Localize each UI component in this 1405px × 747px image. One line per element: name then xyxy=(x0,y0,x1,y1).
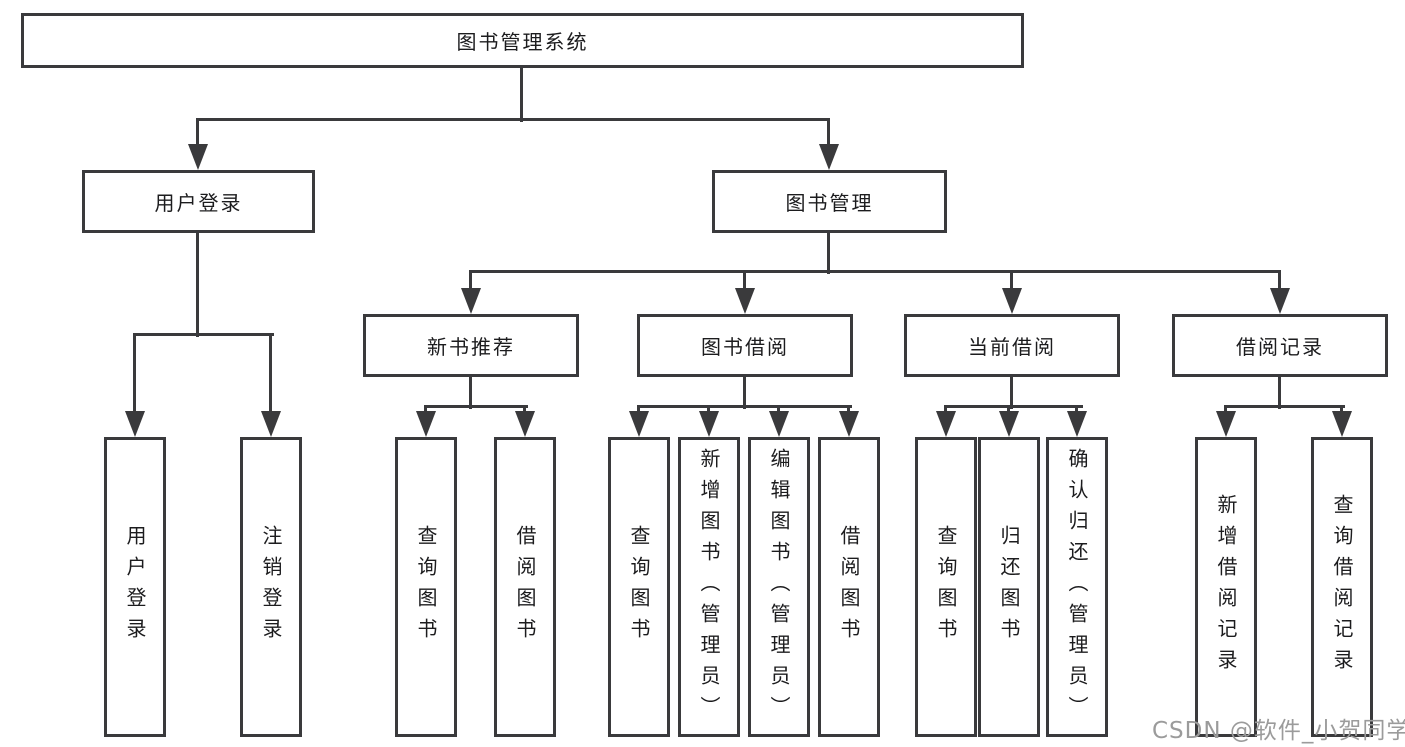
connector-line xyxy=(827,233,830,274)
node-book-management: 图书管理 xyxy=(712,170,947,233)
arrow-down-icon xyxy=(699,411,719,437)
leaf-logout: 注销登录 xyxy=(240,437,302,737)
connector-line xyxy=(827,120,830,148)
connector-line xyxy=(1224,405,1345,408)
node-new-book-recommendation: 新书推荐 xyxy=(363,314,579,377)
leaf-add-books-admin: 新增图书（管理员） xyxy=(678,437,740,737)
connector-line xyxy=(1278,377,1281,409)
arrow-down-icon xyxy=(1216,411,1236,437)
watermark-csdn: CSDN @软件_小贺同学 xyxy=(1152,718,1405,744)
arrow-down-icon xyxy=(999,411,1019,437)
arrow-down-icon xyxy=(125,411,145,437)
connector-line xyxy=(469,272,472,292)
arrow-down-icon xyxy=(1332,411,1352,437)
arrow-down-icon xyxy=(515,411,535,437)
arrow-down-icon xyxy=(1270,288,1290,314)
connector-line xyxy=(944,405,1083,408)
connector-line xyxy=(520,68,523,122)
arrow-down-icon xyxy=(1067,411,1087,437)
connector-line xyxy=(133,333,274,336)
arrow-down-icon xyxy=(461,288,481,314)
arrow-down-icon xyxy=(629,411,649,437)
arrow-down-icon xyxy=(735,288,755,314)
connector-line xyxy=(424,405,528,408)
arrow-down-icon xyxy=(839,411,859,437)
leaf-query-books-recommend: 查询图书 xyxy=(395,437,457,737)
connector-line xyxy=(743,272,746,292)
arrow-down-icon xyxy=(261,411,281,437)
connector-line xyxy=(196,120,199,148)
connector-line xyxy=(1278,272,1281,292)
leaf-edit-books-admin: 编辑图书（管理员） xyxy=(748,437,810,737)
leaf-query-books-borrowing: 查询图书 xyxy=(608,437,670,737)
arrow-down-icon xyxy=(819,144,839,170)
leaf-borrow-books: 借阅图书 xyxy=(818,437,880,737)
connector-line xyxy=(743,377,746,409)
leaf-query-books-current: 查询图书 xyxy=(915,437,977,737)
arrow-down-icon xyxy=(936,411,956,437)
connector-line xyxy=(469,270,1281,273)
leaf-user-login: 用户登录 xyxy=(104,437,166,737)
node-library-management-system: 图书管理系统 xyxy=(21,13,1024,68)
leaf-confirm-return-admin: 确认归还（管理员） xyxy=(1046,437,1108,737)
arrow-down-icon xyxy=(769,411,789,437)
arrow-down-icon xyxy=(188,144,208,170)
leaf-add-borrow-record: 新增借阅记录 xyxy=(1195,437,1257,737)
connector-line xyxy=(269,335,272,415)
connector-line xyxy=(196,233,199,337)
leaf-return-books: 归还图书 xyxy=(978,437,1040,737)
node-current-borrowing: 当前借阅 xyxy=(904,314,1120,377)
connector-line xyxy=(1010,377,1013,409)
node-borrowing-records: 借阅记录 xyxy=(1172,314,1388,377)
arrow-down-icon xyxy=(1002,288,1022,314)
node-book-borrowing: 图书借阅 xyxy=(637,314,853,377)
leaf-borrow-books-recommend: 借阅图书 xyxy=(494,437,556,737)
arrow-down-icon xyxy=(416,411,436,437)
connector-line xyxy=(469,377,472,409)
node-user-login: 用户登录 xyxy=(82,170,315,233)
leaf-query-borrow-record: 查询借阅记录 xyxy=(1311,437,1373,737)
connector-line xyxy=(196,118,830,121)
connector-line xyxy=(637,405,852,408)
connector-line xyxy=(1010,272,1013,292)
connector-line xyxy=(133,335,136,415)
